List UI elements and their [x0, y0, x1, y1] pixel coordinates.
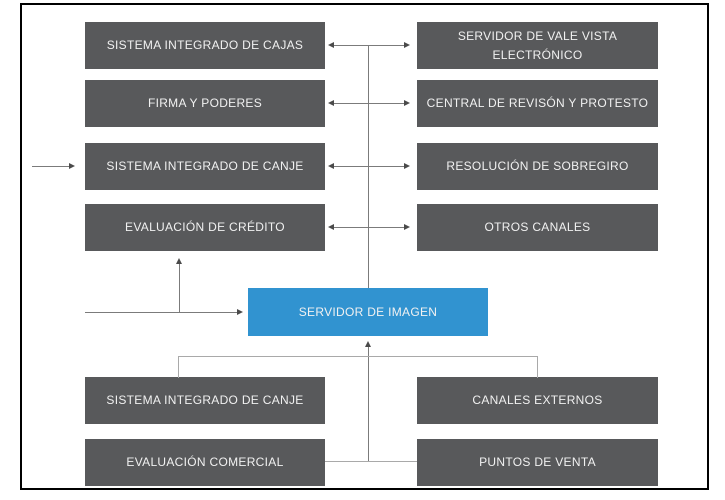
connector-left-entry [32, 166, 69, 167]
connector-bottom-vertical [368, 347, 369, 462]
connector-up-evaluacion-de-credito [179, 264, 180, 312]
connector-row1 [334, 45, 404, 46]
node-servidor-de-imagen: SERVIDOR DE IMAGEN [248, 288, 488, 336]
node-otros-canales: OTROS CANALES [417, 204, 658, 251]
node-evaluacion-de-credito: EVALUACIÓN DE CRÉDITO [85, 204, 325, 251]
node-sistema-integrado-de-canje-inferior: SISTEMA INTEGRADO DE CANJE [85, 377, 325, 424]
connector-row2 [334, 103, 404, 104]
arrowhead-left-row3 [328, 163, 334, 169]
arrowhead-right-row4 [404, 224, 410, 230]
node-puntos-de-venta: PUNTOS DE VENTA [417, 439, 658, 486]
arrowhead-to-evaluacion-de-credito [176, 258, 182, 264]
connector-row4 [334, 227, 404, 228]
arrowhead-left-entry [69, 163, 75, 169]
node-sistema-integrado-de-canje-superior: SISTEMA INTEGRADO DE CANJE [85, 143, 325, 190]
node-label: OTROS CANALES [484, 220, 591, 234]
node-label: SERVIDOR DE IMAGEN [298, 304, 438, 319]
diagram-border-frame [20, 3, 709, 490]
arrowhead-left-row1 [328, 42, 334, 48]
node-label: CANALES EXTERNOS [472, 393, 603, 407]
arrowhead-to-servidor-de-imagen [237, 309, 243, 315]
node-servidor-de-vale-vista-electronico: SERVIDOR DE VALE VISTA ELECTRÓNICO [417, 22, 658, 69]
connector-to-servidor-de-imagen [85, 312, 237, 313]
arrowhead-left-row4 [328, 224, 334, 230]
node-label: SISTEMA INTEGRADO DE CANJE [106, 159, 304, 173]
node-label: SISTEMA INTEGRADO DE CAJAS [106, 38, 304, 52]
node-label: EVALUACIÓN COMERCIAL [126, 455, 284, 469]
connector-elbow-drop-right [537, 356, 538, 378]
node-label: SISTEMA INTEGRADO DE CANJE [106, 393, 304, 407]
arrowhead-left-row2 [328, 100, 334, 106]
node-evaluacion-comercial: EVALUACIÓN COMERCIAL [85, 439, 325, 486]
node-label: RESOLUCIÓN DE SOBREGIRO [446, 159, 629, 173]
node-firma-y-poderes: FIRMA Y PODERES [85, 80, 325, 127]
connector-elbow-horizontal [178, 356, 538, 357]
node-label: SERVIDOR DE VALE VISTA ELECTRÓNICO [457, 28, 618, 62]
node-label: EVALUACIÓN DE CRÉDITO [125, 220, 285, 234]
node-resolucion-de-sobregiro: RESOLUCIÓN DE SOBREGIRO [417, 143, 658, 190]
arrowhead-right-row1 [404, 42, 410, 48]
node-label: PUNTOS DE VENTA [479, 455, 596, 469]
node-sistema-integrado-de-cajas: SISTEMA INTEGRADO DE CAJAS [85, 22, 325, 69]
arrowhead-bottom-to-servidor-de-imagen [365, 341, 371, 347]
connector-elbow-drop-left [178, 356, 179, 378]
node-central-de-revison-y-protesto: CENTRAL DE REVISÓN Y PROTESTO [417, 80, 658, 127]
connector-row3 [334, 166, 404, 167]
node-canales-externos: CANALES EXTERNOS [417, 377, 658, 424]
node-label: CENTRAL DE REVISÓN Y PROTESTO [426, 96, 649, 110]
arrowhead-right-row3 [404, 163, 410, 169]
arrowhead-right-row2 [404, 100, 410, 106]
node-label: FIRMA Y PODERES [147, 96, 263, 110]
connector-bottom-link [325, 461, 417, 462]
